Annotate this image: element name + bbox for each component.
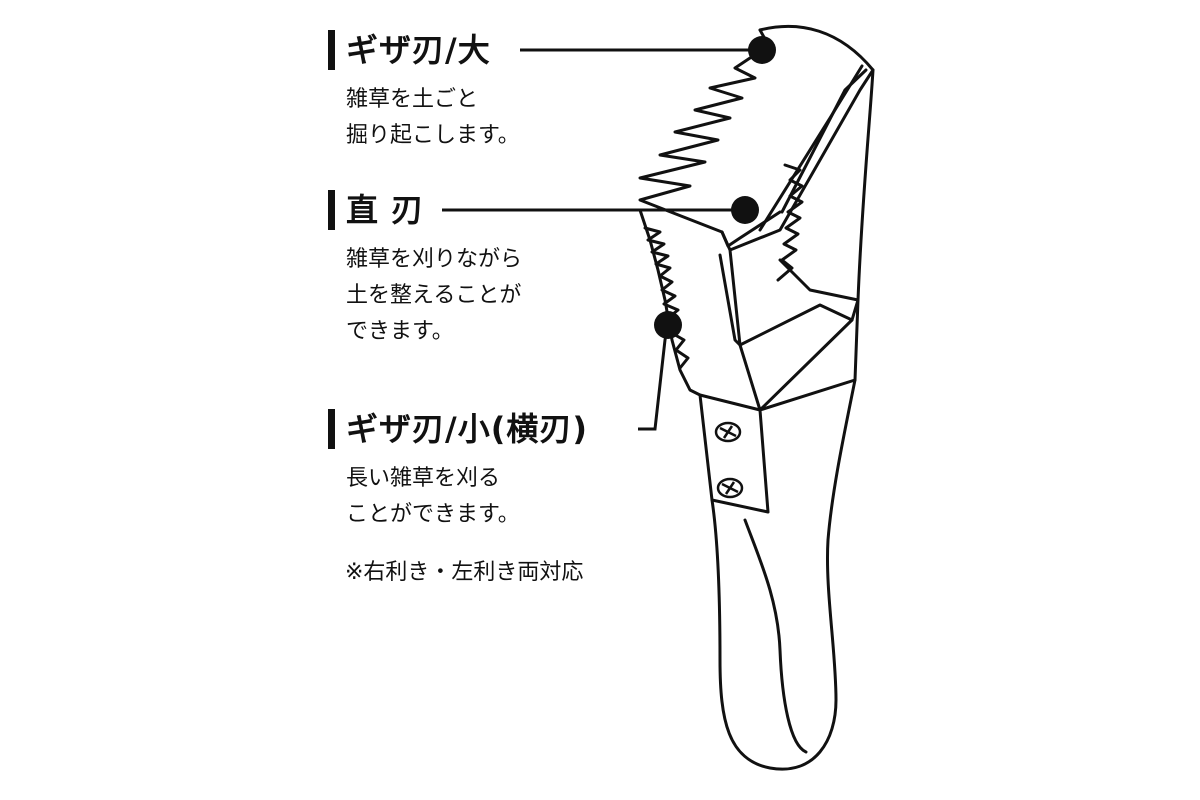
heading: ギザ刃/小(横刃)	[328, 409, 588, 449]
description-line: できます。	[346, 319, 454, 344]
large-blade-body	[720, 24, 875, 252]
description-line: ことができます。	[346, 502, 520, 527]
heading-title: 直 刃	[346, 191, 425, 229]
callout-dot-straight	[731, 196, 759, 224]
ferrule-edge	[758, 378, 857, 412]
large-blade-edge	[780, 68, 868, 214]
description-line: 土を整えることが	[346, 283, 522, 308]
heading-bar	[328, 190, 335, 230]
heading-bar	[328, 409, 335, 449]
heading: ギザ刃/大	[328, 30, 520, 70]
heading-bar	[328, 30, 335, 70]
right-small-teeth	[776, 163, 804, 282]
description-line: 雑草を刈りながら	[346, 247, 523, 272]
label-large-serrated-blade: ギザ刃/大 雑草を土ごと 掘り起こします。	[328, 30, 520, 154]
straight-blade	[720, 210, 782, 248]
handle-groove	[743, 518, 808, 754]
neck-inner	[718, 253, 742, 347]
description: 雑草を土ごと 掘り起こします。	[346, 82, 520, 154]
description: 長い雑草を刈る ことができます。	[346, 461, 588, 533]
large-blade-bevel	[758, 64, 864, 232]
handle-outline	[710, 68, 875, 771]
heading-title: ギザ刃/大	[346, 31, 491, 69]
small-serrated-teeth	[643, 226, 690, 370]
ferrule-plate	[698, 393, 770, 514]
label-small-serrated-blade: ギザ刃/小(横刃) 長い雑草を刈る ことができます。	[328, 409, 588, 533]
description-line: 長い雑草を刈る	[346, 466, 501, 491]
small-blade-body	[638, 208, 714, 502]
handedness-note: ※右利き・左利き両対応	[345, 560, 584, 585]
leader-line-small	[638, 324, 670, 431]
callout-dot-large	[748, 36, 776, 64]
description-line: 雑草を土ごと	[346, 87, 479, 112]
label-straight-blade: 直 刃 雑草を刈りながら 土を整えることが できます。	[328, 190, 522, 350]
heading: 直 刃	[328, 190, 522, 230]
description-line: 掘り起こします。	[346, 123, 520, 148]
screw-icons	[714, 421, 744, 499]
callout-dot-small	[654, 311, 682, 339]
large-serrated-teeth	[638, 28, 772, 234]
neck-side	[738, 303, 854, 347]
description: 雑草を刈りながら 土を整えることが できます。	[346, 242, 522, 350]
heading-title: ギザ刃/小(横刃)	[346, 410, 588, 448]
